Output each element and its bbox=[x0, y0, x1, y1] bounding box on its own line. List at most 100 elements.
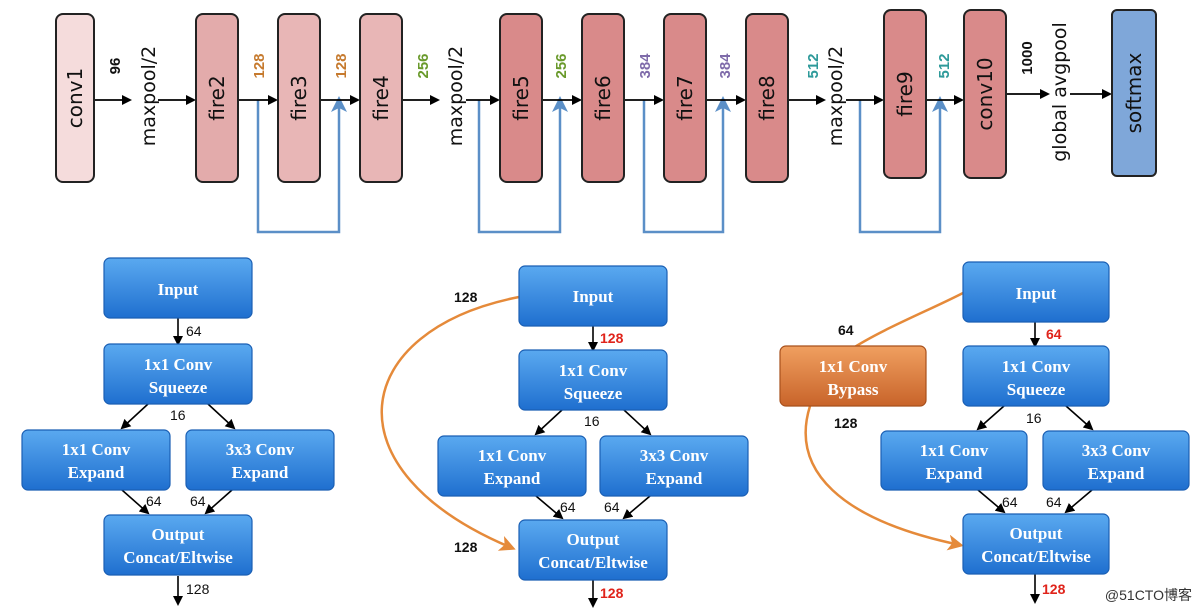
b-squeeze-label-2: Squeeze bbox=[564, 384, 623, 403]
channels-384-b: 384 bbox=[717, 53, 734, 79]
c-expand1-label-2: Expand bbox=[926, 464, 983, 483]
b-n-out: 128 bbox=[600, 585, 624, 601]
fire-module-panel-b: Input 1x1 Conv Squeeze 1x1 Conv Expand 3… bbox=[380, 265, 749, 608]
arrow-a-squeeze-e1 bbox=[120, 403, 149, 430]
arrow-b-squeeze-e1 bbox=[534, 409, 563, 436]
arrow-c-e1-output bbox=[977, 489, 1006, 514]
arrow-c-squeeze-e1 bbox=[976, 405, 1005, 431]
b-expand1-label-2: Expand bbox=[484, 469, 541, 488]
watermark: @51CTO博客 bbox=[1105, 587, 1192, 603]
c-squeeze-label-1: 1x1 Conv bbox=[1002, 357, 1071, 376]
label-fire4: fire4 bbox=[369, 75, 393, 120]
b-n-in: 128 bbox=[600, 330, 624, 346]
a-expand3-box bbox=[185, 429, 335, 491]
fire-module-panel-a: Input 1x1 Conv Squeeze 1x1 Conv Expand 3… bbox=[21, 257, 335, 606]
layer-softmax bbox=[1111, 9, 1157, 177]
layer-fire7 bbox=[663, 13, 707, 183]
b-simple-bypass bbox=[380, 295, 520, 551]
layer-fire6 bbox=[581, 13, 625, 183]
label-maxpool-c: maxpool/2 bbox=[825, 46, 847, 146]
a-input-label: Input bbox=[158, 280, 199, 299]
skip-connections bbox=[256, 96, 948, 234]
skip-fire4-fire6 bbox=[477, 96, 568, 234]
layer-fire5 bbox=[499, 13, 543, 183]
b-output-box bbox=[518, 519, 668, 581]
c-bypass-label-1: 1x1 Conv bbox=[819, 357, 888, 376]
c-input-label: Input bbox=[1016, 284, 1057, 303]
c-output-label-1: Output bbox=[1010, 524, 1063, 543]
label-fire9: fire9 bbox=[893, 71, 917, 116]
skip-fire8-conv10 bbox=[858, 96, 948, 234]
a-expand1-label-2: Expand bbox=[68, 463, 125, 482]
c-n-in: 64 bbox=[1046, 326, 1062, 342]
label-conv10: conv10 bbox=[973, 57, 997, 130]
c-bypass-box bbox=[779, 345, 927, 407]
label-softmax: softmax bbox=[1122, 52, 1146, 133]
label-maxpool-a: maxpool/2 bbox=[138, 46, 160, 146]
arrow-a-e3-output bbox=[204, 489, 233, 515]
arrow-c-squeeze-e3 bbox=[1065, 405, 1094, 431]
layer-fire4 bbox=[359, 13, 403, 183]
arrow-b-squeeze-e3 bbox=[623, 409, 652, 436]
c-expand1-box bbox=[880, 430, 1028, 491]
macro-architecture: conv1 fire2 fire3 fire4 fire5 fire6 fire… bbox=[55, 9, 1157, 234]
layer-conv1 bbox=[55, 13, 95, 183]
a-expand1-box bbox=[21, 429, 171, 491]
b-output-label-1: Output bbox=[567, 530, 620, 549]
b-expand3-label-2: Expand bbox=[646, 469, 703, 488]
b-input-label: Input bbox=[573, 287, 614, 306]
label-fire6: fire6 bbox=[591, 75, 615, 120]
channels-128-b: 128 bbox=[333, 53, 350, 78]
channels-128-a: 128 bbox=[251, 53, 268, 78]
a-n-sq: 16 bbox=[170, 407, 186, 423]
label-conv1: conv1 bbox=[63, 68, 87, 128]
c-expand3-label-2: Expand bbox=[1088, 464, 1145, 483]
fire-module-panel-c: Input 1x1 Conv Bypass 1x1 Conv Squeeze 1… bbox=[779, 261, 1190, 604]
c-squeeze-label-2: Squeeze bbox=[1007, 380, 1066, 399]
c-bypass-in-count: 64 bbox=[838, 322, 854, 338]
channels-512-a: 512 bbox=[805, 53, 822, 78]
c-expand3-box bbox=[1042, 430, 1190, 491]
c-n-sq: 16 bbox=[1026, 410, 1042, 426]
b-n-sq: 16 bbox=[584, 413, 600, 429]
b-bypass-top-count: 128 bbox=[454, 289, 478, 305]
c-n-out: 128 bbox=[1042, 581, 1066, 597]
b-output-label-2: Concat/Eltwise bbox=[538, 553, 648, 572]
label-global-avgpool: global avgpool bbox=[1049, 22, 1071, 162]
label-fire7: fire7 bbox=[673, 75, 697, 120]
a-expand1-label-1: 1x1 Conv bbox=[62, 440, 131, 459]
c-bypass-in-line bbox=[849, 291, 964, 352]
label-maxpool-b: maxpool/2 bbox=[445, 46, 467, 146]
arrow-a-squeeze-e3 bbox=[207, 403, 236, 430]
a-n-out: 128 bbox=[186, 581, 210, 597]
channels-256-a: 256 bbox=[415, 53, 432, 78]
a-squeeze-label-2: Squeeze bbox=[149, 378, 208, 397]
arrow-b-e1-output bbox=[535, 495, 564, 520]
a-n-e3: 64 bbox=[190, 493, 206, 509]
c-n-e1: 64 bbox=[1002, 494, 1018, 510]
a-n-in: 64 bbox=[186, 323, 202, 339]
a-output-label-2: Concat/Eltwise bbox=[123, 548, 233, 567]
label-fire3: fire3 bbox=[287, 75, 311, 120]
b-expand1-box bbox=[437, 435, 587, 497]
label-fire2: fire2 bbox=[205, 75, 229, 120]
b-n-e3: 64 bbox=[604, 499, 620, 515]
c-expand1-label-1: 1x1 Conv bbox=[920, 441, 989, 460]
layer-fire3 bbox=[277, 13, 321, 183]
c-expand3-label-1: 3x3 Conv bbox=[1082, 441, 1151, 460]
c-squeeze-box bbox=[962, 345, 1110, 407]
label-fire5: fire5 bbox=[509, 75, 533, 120]
arrow-c-e3-output bbox=[1064, 489, 1093, 514]
c-bypass-label-2: Bypass bbox=[827, 380, 878, 399]
b-expand3-box bbox=[599, 435, 749, 497]
channels-512-b: 512 bbox=[936, 53, 953, 78]
layer-fire2 bbox=[195, 13, 239, 183]
b-squeeze-label-1: 1x1 Conv bbox=[559, 361, 628, 380]
c-bypass-out-curve bbox=[804, 405, 964, 551]
arrow-a-e1-output bbox=[121, 489, 150, 515]
c-input-box bbox=[962, 261, 1110, 323]
a-squeeze-label-1: 1x1 Conv bbox=[144, 355, 213, 374]
layer-conv10 bbox=[963, 9, 1007, 179]
a-input-box bbox=[103, 257, 253, 319]
skip-fire6-fire8 bbox=[642, 96, 731, 234]
